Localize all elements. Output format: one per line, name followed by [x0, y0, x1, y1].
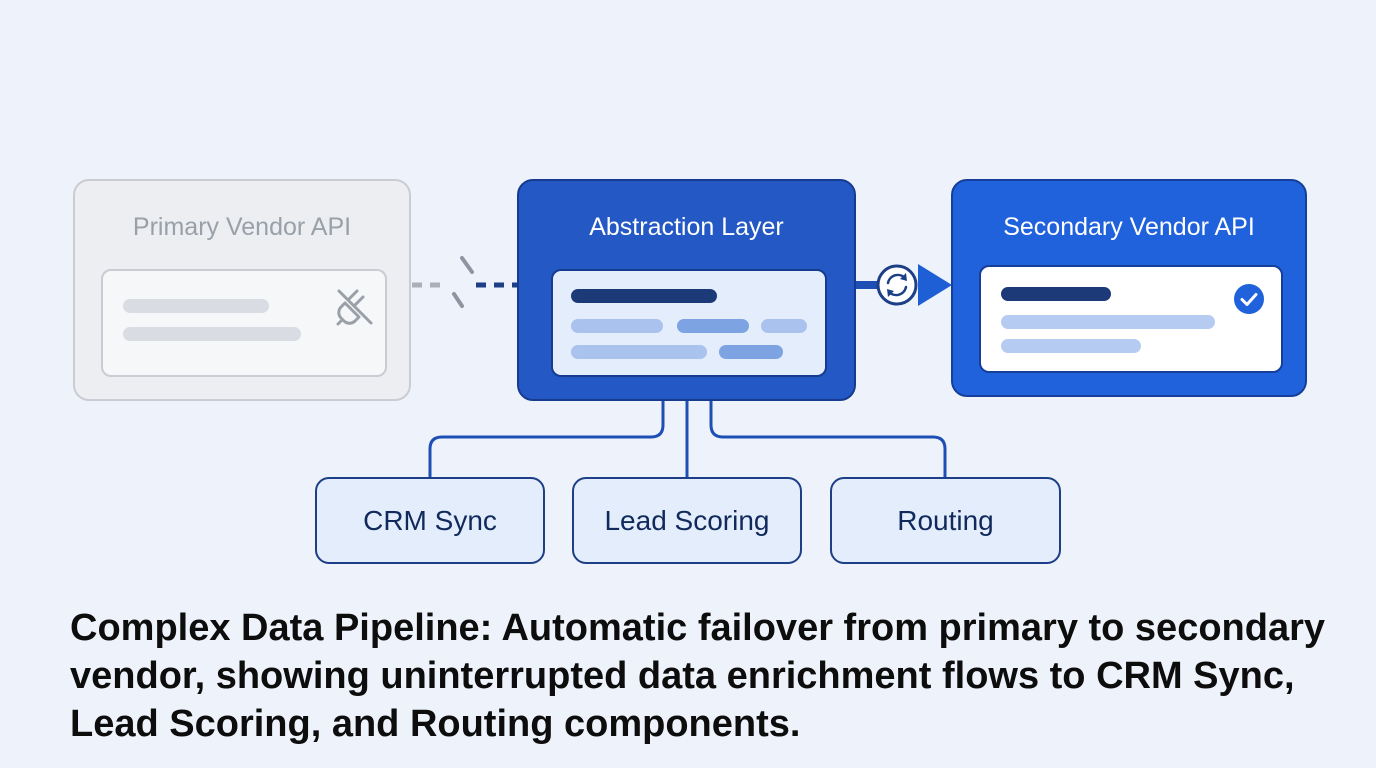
placeholder-line — [123, 327, 301, 341]
broken-link-connector — [412, 256, 517, 308]
placeholder-line — [677, 319, 749, 333]
secondary-vendor-panel — [979, 265, 1283, 373]
crm-sync-label: CRM Sync — [363, 504, 497, 536]
placeholder-line — [761, 319, 807, 333]
component-connectors — [428, 401, 947, 477]
secondary-vendor-box: Secondary Vendor API — [951, 179, 1307, 397]
check-circle-icon — [1234, 284, 1264, 314]
lead-scoring-label: Lead Scoring — [604, 504, 770, 536]
primary-vendor-title: Primary Vendor API — [132, 213, 352, 241]
placeholder-line — [123, 299, 269, 313]
lead-scoring-component: Lead Scoring — [572, 477, 802, 564]
primary-vendor-box: Primary Vendor API — [73, 179, 411, 401]
placeholder-line — [719, 345, 783, 359]
placeholder-line — [571, 319, 663, 333]
abstraction-layer-box: Abstraction Layer — [517, 179, 856, 401]
sync-icon — [876, 264, 918, 306]
crm-sync-component: CRM Sync — [315, 477, 545, 564]
placeholder-line — [571, 345, 707, 359]
abstraction-layer-title: Abstraction Layer — [589, 213, 784, 241]
primary-vendor-panel — [101, 269, 387, 377]
placeholder-line — [1001, 339, 1141, 353]
diagram-caption: Complex Data Pipeline: Automatic failove… — [70, 607, 1326, 745]
failover-arrow — [856, 264, 952, 306]
placeholder-line — [571, 289, 717, 303]
secondary-vendor-title: Secondary Vendor API — [1003, 213, 1255, 241]
abstraction-layer-panel — [551, 269, 827, 377]
routing-label: Routing — [897, 504, 994, 536]
placeholder-line — [1001, 315, 1215, 329]
placeholder-line — [1001, 287, 1111, 301]
routing-component: Routing — [830, 477, 1061, 564]
unplugged-icon — [336, 289, 373, 326]
